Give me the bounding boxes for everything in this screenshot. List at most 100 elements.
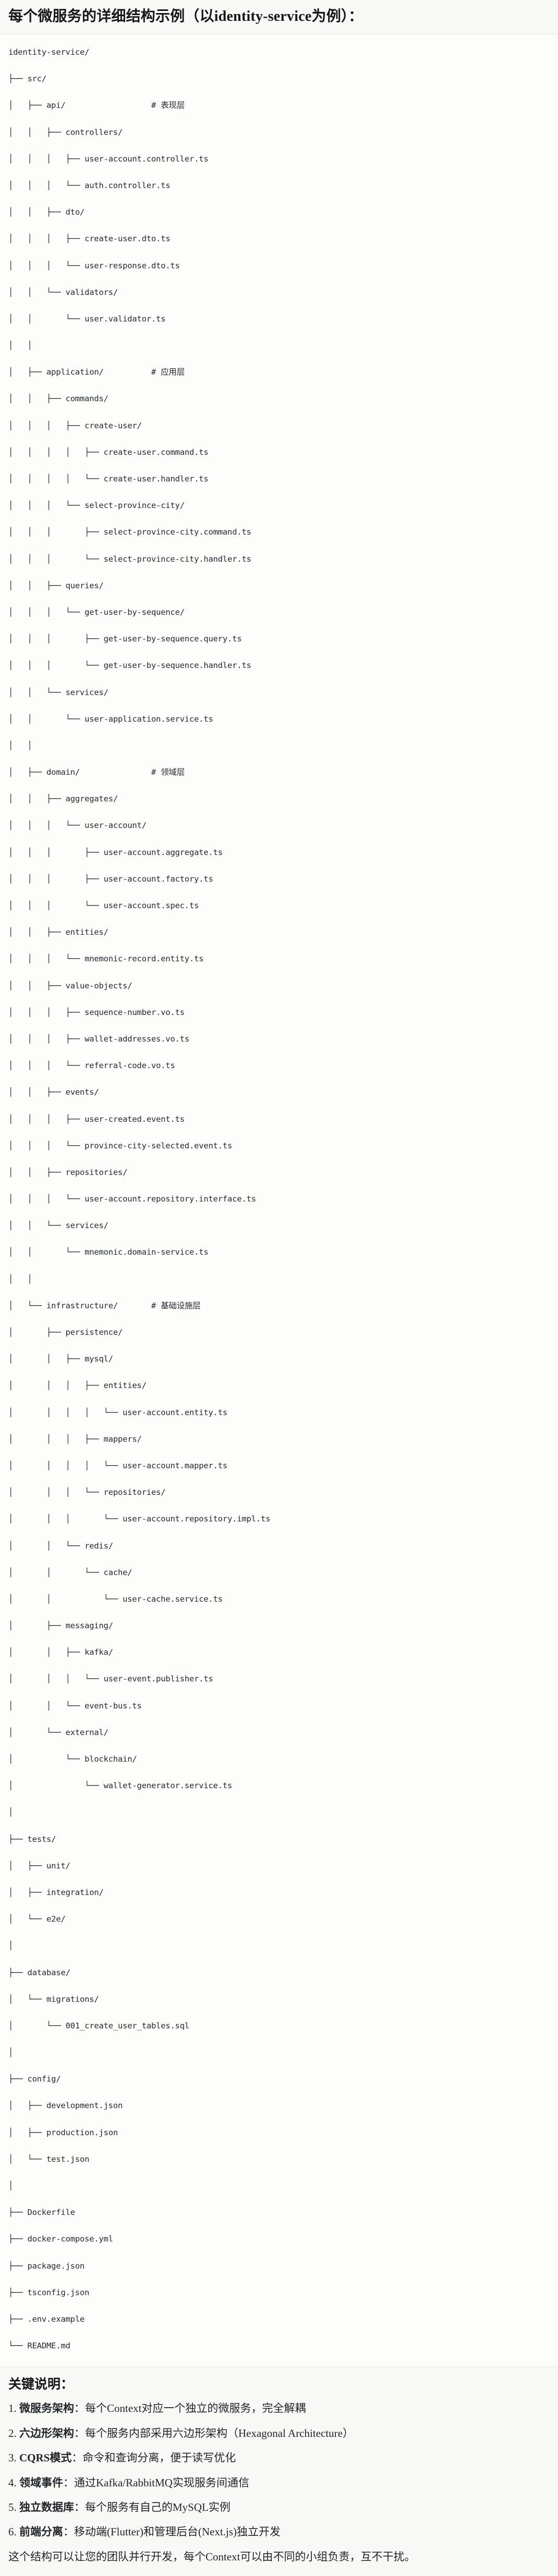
tree-line: │ │ ├── aggregates/ bbox=[8, 792, 550, 806]
tree-line-path: │ │ bbox=[8, 341, 32, 351]
key-note-description: 命令和查询分离，便于读写优化 bbox=[82, 2451, 236, 2464]
tree-line: │ bbox=[8, 1939, 550, 1953]
tree-line-path: │ ├── unit/ bbox=[8, 1861, 70, 1871]
tree-line: │ │ │ └── select-province-city.handler.t… bbox=[8, 553, 550, 566]
tree-line: │ └── blockchain/ bbox=[8, 1753, 550, 1766]
tree-line: │ ├── domain/ # 领域层 bbox=[8, 766, 550, 779]
tree-line: │ │ ├── queries/ bbox=[8, 579, 550, 593]
tree-line-path: │ │ │ │ └── user-account.entity.ts bbox=[8, 1407, 228, 1417]
tree-line: │ ├── development.json bbox=[8, 2099, 550, 2113]
tree-line-path: │ │ │ └── auth.controller.ts bbox=[8, 180, 171, 190]
key-note-separator: ： bbox=[74, 2500, 85, 2513]
tree-line-path: │ │ │ └── mnemonic-record.entity.ts bbox=[8, 954, 204, 964]
tree-line-path: │ ├── messaging/ bbox=[8, 1621, 113, 1631]
tree-line-path: │ │ │ └── user-account.spec.ts bbox=[8, 901, 199, 910]
tree-line-path: │ │ │ ├── user-created.event.ts bbox=[8, 1114, 185, 1124]
key-note-item: 微服务架构：每个Context对应一个独立的微服务，完全解耦 bbox=[8, 2400, 550, 2416]
key-note-item: 前端分离：移动端(Flutter)和管理后台(Next.js)独立开发 bbox=[8, 2524, 550, 2540]
tree-line-path: │ │ │ ├── entities/ bbox=[8, 1381, 147, 1391]
tree-line-path: │ │ │ ├── create-user.dto.ts bbox=[8, 234, 171, 244]
tree-line-path: │ │ bbox=[8, 1274, 32, 1284]
tree-line: │ bbox=[8, 2179, 550, 2193]
tree-line-path: │ │ └── user-application.service.ts bbox=[8, 714, 213, 724]
tree-line-path: │ └── external/ bbox=[8, 1727, 108, 1737]
tree-line-path: │ │ │ ├── get-user-by-sequence.query.ts bbox=[8, 634, 242, 644]
tree-line: │ │ │ ├── get-user-by-sequence.query.ts bbox=[8, 633, 550, 646]
tree-line: │ └── infrastructure/ # 基础设施层 bbox=[8, 1299, 550, 1313]
tree-line: │ │ ├── dto/ bbox=[8, 206, 550, 219]
tree-line: │ ├── production.json bbox=[8, 2126, 550, 2140]
tree-line-path: │ │ │ ├── user-account.factory.ts bbox=[8, 874, 213, 884]
tree-line-path: │ │ ├── controllers/ bbox=[8, 127, 123, 137]
key-notes-band: 关键说明： 微服务架构：每个Context对应一个独立的微服务，完全解耦六边形架… bbox=[0, 2366, 558, 2576]
page-title: 每个微服务的详细结构示例（以identity-service为例）： bbox=[8, 8, 363, 24]
tree-line: │ │ │ ├── sequence-number.vo.ts bbox=[8, 1006, 550, 1020]
tree-line-path: │ ├── development.json bbox=[8, 2101, 123, 2111]
tree-line-path: ├── .env.example bbox=[8, 2314, 85, 2324]
tree-line: │ │ ├── entities/ bbox=[8, 926, 550, 939]
tree-line: │ │ │ ├── user-account.factory.ts bbox=[8, 873, 550, 886]
tree-line-path: │ ├── domain/ bbox=[8, 767, 151, 777]
tree-line: ├── Dockerfile bbox=[8, 2206, 550, 2220]
tree-line-path: │ └── infrastructure/ bbox=[8, 1301, 151, 1310]
tree-line-path: │ │ │ └── user-event.publisher.ts bbox=[8, 1674, 213, 1684]
tree-line-path: │ │ ├── queries/ bbox=[8, 580, 104, 590]
tree-line: │ │ └── user.validator.ts bbox=[8, 313, 550, 326]
tree-line-path: ├── package.json bbox=[8, 2261, 85, 2271]
tree-line: │ │ │ └── auth.controller.ts bbox=[8, 179, 550, 193]
tree-line: │ │ │ └── user-account/ bbox=[8, 819, 550, 833]
tree-line: │ └── e2e/ bbox=[8, 1913, 550, 1926]
tree-line: │ │ ├── value-objects/ bbox=[8, 980, 550, 993]
tree-line-path: │ ├── application/ bbox=[8, 367, 151, 377]
tree-line-path: │ │ ├── repositories/ bbox=[8, 1167, 128, 1177]
tree-line-path: │ │ └── cache/ bbox=[8, 1567, 132, 1577]
tree-line-path: │ │ │ └── select-province-city/ bbox=[8, 501, 185, 511]
tree-line: ├── .env.example bbox=[8, 2313, 550, 2326]
key-note-separator: ： bbox=[63, 2525, 74, 2538]
tree-line: │ │ └── user-application.service.ts bbox=[8, 713, 550, 726]
tree-line-path: │ │ │ ├── sequence-number.vo.ts bbox=[8, 1007, 185, 1017]
tree-line: │ bbox=[8, 2046, 550, 2060]
tree-line-path: │ │ ├── kafka/ bbox=[8, 1648, 113, 1657]
tree-line-path: │ │ ├── commands/ bbox=[8, 394, 108, 404]
tree-line: │ │ ├── repositories/ bbox=[8, 1166, 550, 1180]
tree-line-path: │ │ ├── entities/ bbox=[8, 927, 108, 937]
tree-line-path: │ │ │ ├── user-account.controller.ts bbox=[8, 154, 209, 164]
tree-line-path: │ └── wallet-generator.service.ts bbox=[8, 1781, 233, 1791]
key-note-term: 微服务架构 bbox=[19, 2402, 74, 2415]
key-note-separator: ： bbox=[74, 2426, 85, 2439]
tree-line: │ ├── api/ # 表现层 bbox=[8, 99, 550, 113]
tree-line-comment: # 基础设施层 bbox=[151, 1301, 201, 1310]
tree-line-path: │ │ ├── events/ bbox=[8, 1087, 99, 1097]
tree-line: │ │ │ └── get-user-by-sequence.handler.t… bbox=[8, 659, 550, 673]
tree-line: ├── package.json bbox=[8, 2260, 550, 2273]
tree-line: │ │ │ └── province-city-selected.event.t… bbox=[8, 1140, 550, 1153]
tree-line: │ │ │ │ ├── create-user.command.ts bbox=[8, 446, 550, 460]
tree-line-path: │ ├── api/ bbox=[8, 101, 151, 110]
tree-line-comment: # 表现层 bbox=[151, 101, 185, 110]
tree-line-path: │ ├── production.json bbox=[8, 2127, 118, 2137]
key-note-term: 领域事件 bbox=[19, 2476, 63, 2489]
tree-line: ├── tsconfig.json bbox=[8, 2286, 550, 2300]
tree-line-path: │ │ │ │ └── create-user.handler.ts bbox=[8, 474, 209, 484]
tree-line-path: │ ├── integration/ bbox=[8, 1887, 104, 1897]
tree-line-path: │ │ bbox=[8, 740, 32, 750]
tree-line: │ │ │ │ └── create-user.handler.ts bbox=[8, 473, 550, 486]
tree-line: identity-service/ bbox=[8, 46, 550, 59]
tree-line-path: │ │ │ └── referral-code.vo.ts bbox=[8, 1061, 175, 1071]
tree-line: ├── config/ bbox=[8, 2073, 550, 2086]
tree-line-path: │ │ ├── value-objects/ bbox=[8, 981, 132, 990]
tree-line-path: │ └── 001_create_user_tables.sql bbox=[8, 2021, 190, 2030]
tree-line-path: │ │ │ │ ├── create-user.command.ts bbox=[8, 447, 209, 457]
tree-line: │ │ │ └── mnemonic-record.entity.ts bbox=[8, 952, 550, 966]
tree-line-path: └── README.md bbox=[8, 2341, 70, 2351]
tree-line-path: │ │ │ └── repositories/ bbox=[8, 1488, 166, 1497]
tree-line-path: │ │ │ └── user-account.repository.impl.t… bbox=[8, 1514, 271, 1524]
tree-line: │ │ └── validators/ bbox=[8, 286, 550, 300]
tree-line-path: │ bbox=[8, 2048, 14, 2058]
tree-line: │ │ │ ├── entities/ bbox=[8, 1379, 550, 1393]
key-note-separator: ： bbox=[74, 2402, 85, 2415]
tree-line-path: │ bbox=[8, 1941, 14, 1951]
tree-line: └── README.md bbox=[8, 2339, 550, 2353]
